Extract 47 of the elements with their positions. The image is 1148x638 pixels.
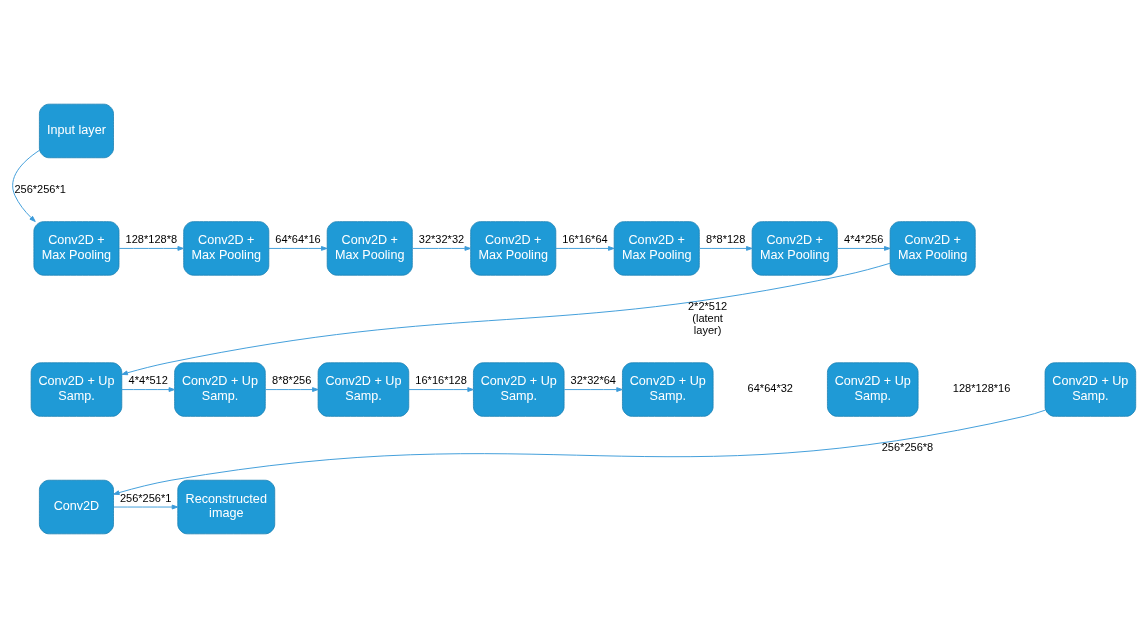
edge-label: 8*8*256 (272, 374, 312, 387)
node-box: Conv2D + Max Pooling (470, 221, 557, 276)
node-box: Conv2D + Up Samp. (622, 362, 714, 417)
node-box: Conv2D + Max Pooling (326, 221, 413, 276)
edge-label: 16*16*128 (415, 374, 467, 387)
edge-label: 16*16*64 (562, 233, 608, 246)
arrow (411, 246, 471, 251)
edge-label: 256*256*1 (119, 491, 172, 504)
edge-label: 4*4*256 (844, 233, 884, 246)
node-box: Conv2D + Max Pooling (889, 221, 976, 276)
edge-label: 64*64*16 (275, 233, 321, 246)
label: 64*64*32 (747, 382, 793, 395)
arrow (563, 387, 623, 392)
arrow (113, 409, 1046, 496)
node-box: Conv2D + Max Pooling (183, 221, 270, 276)
node-box: Conv2D + Max Pooling (33, 221, 120, 276)
node-box: Conv2D + Up Samp. (827, 362, 919, 417)
label: 128*128*16 (952, 382, 1011, 395)
edge-label: 8*8*128 (706, 233, 746, 246)
node-box: Conv2D + Up Samp. (174, 362, 266, 417)
node-box: Conv2D + Up Samp. (30, 362, 123, 417)
node-box: Conv2D + Up Samp. (317, 362, 410, 417)
node-box: Conv2D + Up Samp. (1044, 362, 1137, 417)
arrow (118, 246, 184, 251)
node-box: Conv2D + Max Pooling (613, 221, 700, 276)
edge-label: 2*2*512 (latent layer) (687, 300, 728, 336)
arrow (268, 246, 328, 251)
edge-label: 4*4*512 (128, 374, 168, 387)
node-box: Input layer (39, 103, 114, 159)
arrow (837, 246, 891, 251)
arrow (555, 246, 615, 251)
edge-label: 256*256*8 (881, 441, 934, 454)
node-box: Conv2D + Max Pooling (751, 221, 838, 276)
node-box: Conv2D + Up Samp. (473, 362, 565, 417)
edge-label: 256*256*1 (14, 182, 66, 195)
node-box: Reconstructed image (177, 479, 276, 535)
arrow (12, 149, 40, 222)
node-box: Conv2D (39, 479, 114, 535)
arrow (699, 246, 753, 251)
arrow (264, 387, 319, 392)
arrow (113, 504, 179, 510)
arrow (408, 387, 474, 392)
arrow (121, 262, 891, 376)
edge-label: 32*32*64 (570, 374, 616, 387)
edge-label: 128*128*8 (125, 233, 178, 246)
arrow (121, 387, 176, 392)
edge-label: 32*32*32 (418, 233, 465, 246)
